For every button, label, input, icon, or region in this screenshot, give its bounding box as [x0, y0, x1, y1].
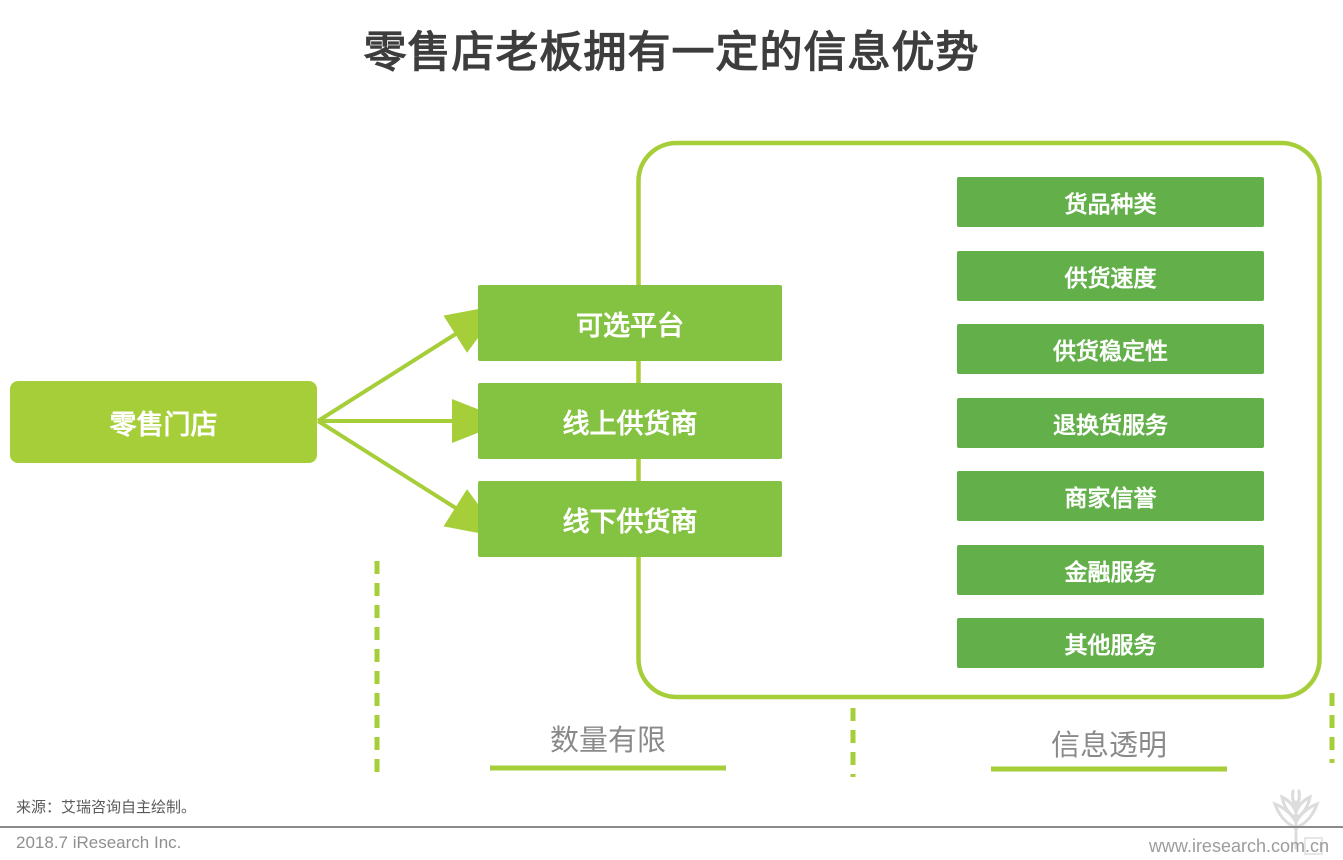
iresearch-leaf-logo-icon — [1265, 788, 1327, 860]
right-box-label: 其他服务 — [1064, 632, 1157, 658]
right-box-label: 供货稳定性 — [1053, 338, 1168, 364]
retail-store-box: 零售门店 — [10, 381, 317, 463]
right-box-label: 商家信誉 — [1064, 485, 1157, 511]
middle-box-offline-suppliers: 线下供货商 — [478, 481, 782, 557]
middle-box-label: 线下供货商 — [562, 506, 698, 537]
middle-box-label: 线上供货商 — [562, 408, 698, 439]
right-box-label: 货品种类 — [1064, 191, 1157, 217]
arrow-to-offline-suppliers — [316, 419, 503, 538]
section-label-limited-quantity: 数量有限 — [549, 725, 666, 757]
page-title: 零售店老板拥有一定的信息优势 — [363, 29, 980, 77]
right-box-goods-variety: 货品种类 — [957, 177, 1264, 227]
middle-box-label: 可选平台 — [576, 310, 684, 341]
right-box-return-service: 退换货服务 — [957, 398, 1264, 448]
footer-website: www.iresearch.com.cn — [1148, 836, 1329, 856]
right-box-financial-service: 金融服务 — [957, 545, 1264, 595]
retail-store-label: 零售门店 — [109, 409, 218, 440]
right-box-supply-stability: 供货稳定性 — [957, 324, 1264, 374]
right-box-label: 金融服务 — [1064, 559, 1157, 585]
right-box-label: 退换货服务 — [1053, 412, 1168, 438]
right-box-merchant-reputation: 商家信誉 — [957, 471, 1264, 521]
middle-box-platforms: 可选平台 — [478, 285, 782, 361]
source-note: 来源：艾瑞咨询自主绘制。 — [16, 799, 197, 816]
footer-divider — [0, 826, 1343, 828]
middle-box-online-suppliers: 线上供货商 — [478, 383, 782, 459]
footer-company: 2018.7 iResearch Inc. — [16, 833, 182, 852]
right-box-other-services: 其他服务 — [957, 618, 1264, 668]
right-box-supply-speed: 供货速度 — [957, 251, 1264, 301]
arrow-to-platforms — [316, 304, 503, 423]
right-box-label: 供货速度 — [1064, 265, 1157, 291]
section-label-transparent-info: 信息透明 — [1050, 730, 1167, 762]
